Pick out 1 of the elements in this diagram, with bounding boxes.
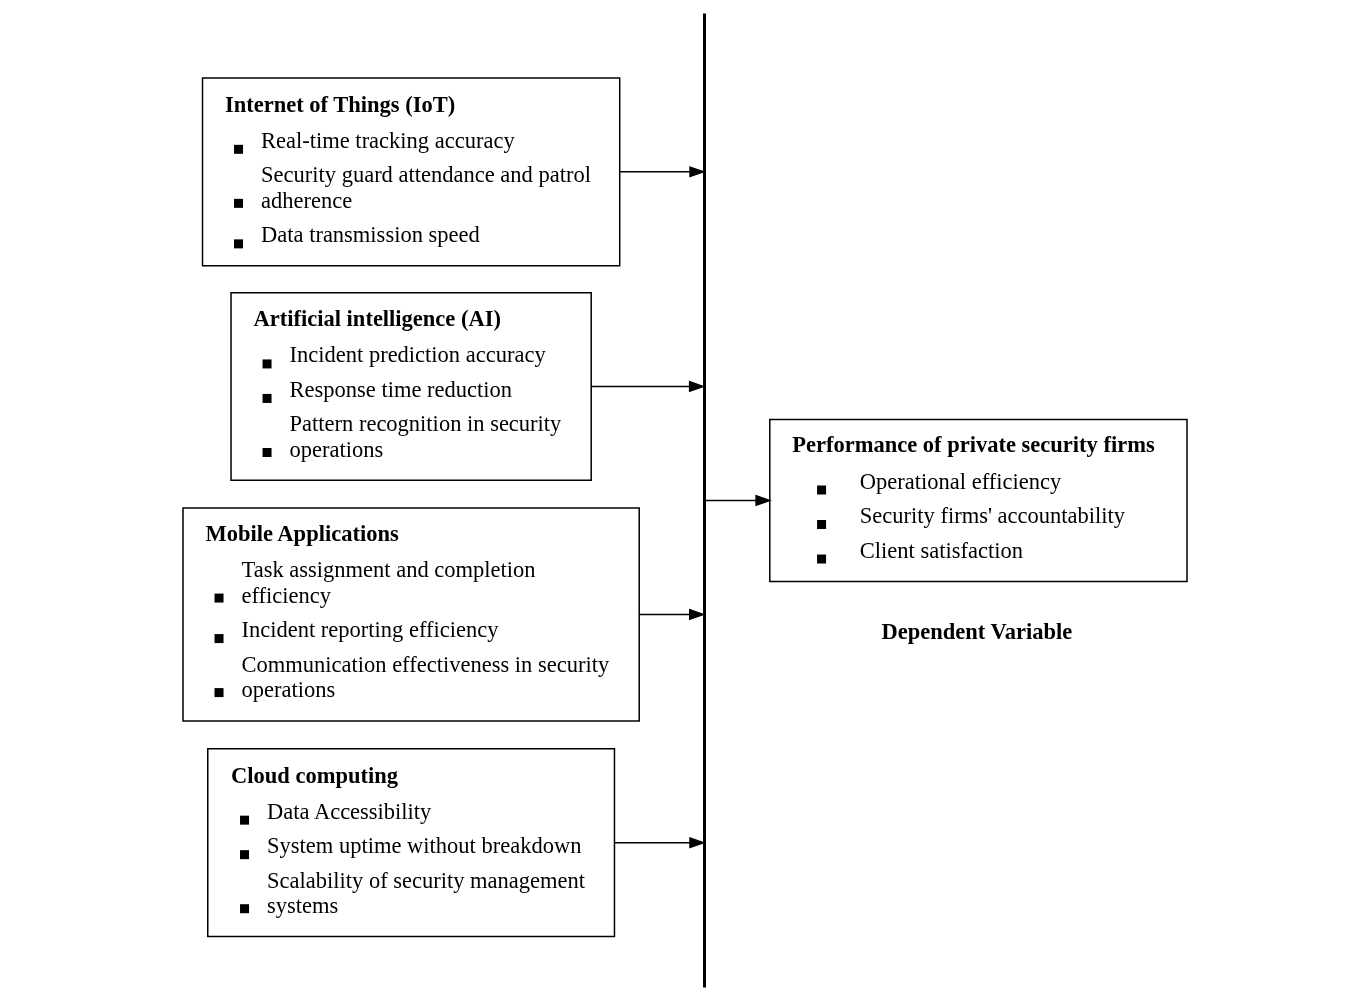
- node-label: Dependent Variable: [881, 619, 1073, 645]
